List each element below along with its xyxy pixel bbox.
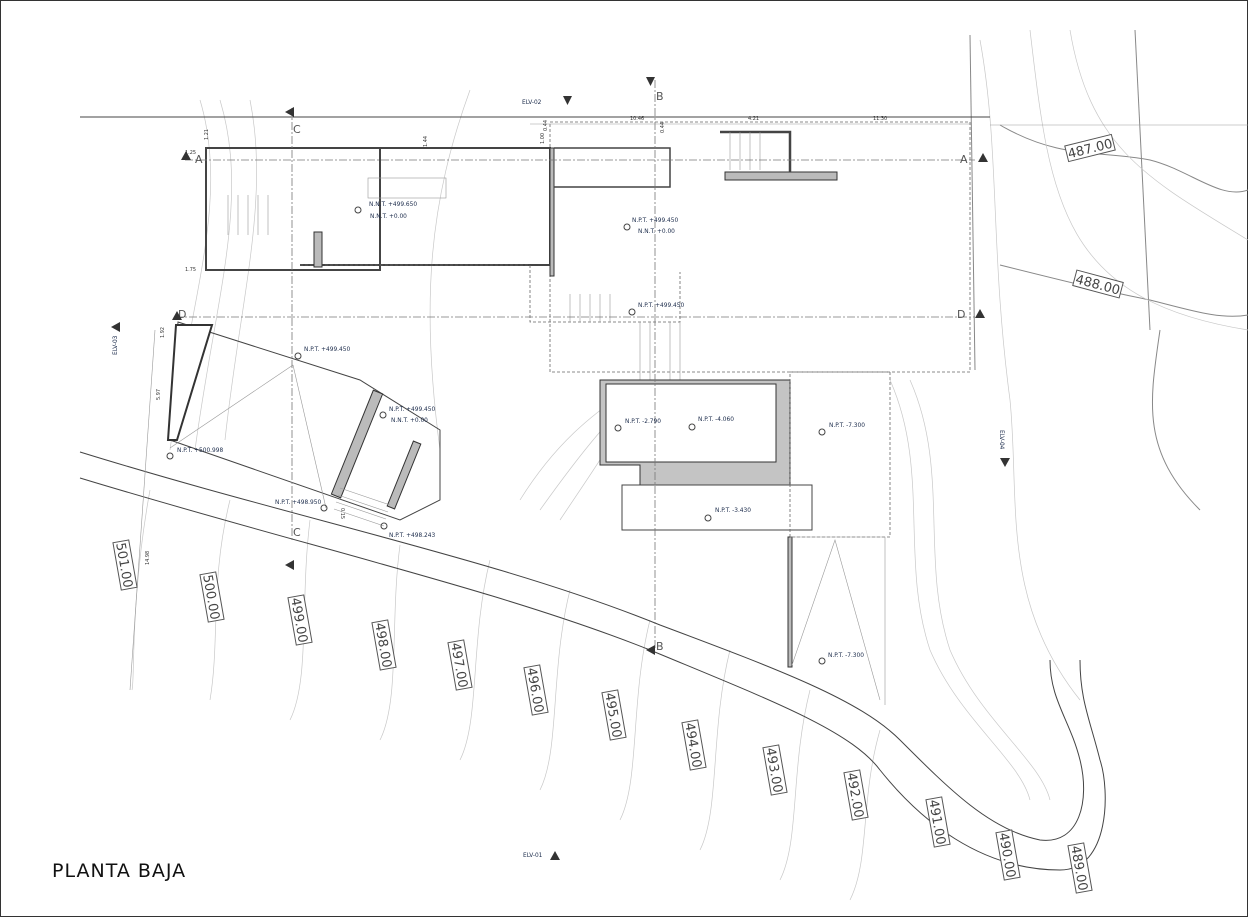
contour-label: 491.00 [925, 796, 951, 848]
level-marker: N.P.T. +498.950 [275, 498, 328, 512]
terrain-contours [131, 29, 1248, 901]
contour-labels: 501.00 500.00 499.00 498.00 497.00 496.0… [112, 133, 1124, 894]
contour-label-text: 498.00 [371, 622, 394, 669]
building-annex [166, 321, 441, 527]
dimension-label: 11.30 [873, 116, 887, 122]
axis-b-top: B [656, 90, 664, 103]
grid-lines [175, 80, 975, 650]
contour-label: 493.00 [762, 744, 788, 796]
contour-label-text: 490.00 [995, 832, 1018, 879]
level-label: N.P.T. +498.243 [389, 531, 435, 539]
contour-label-text: 496.00 [523, 667, 546, 714]
contour-label: 494.00 [681, 719, 707, 771]
contour-label: 490.00 [995, 829, 1021, 881]
level-marker: N.P.T. -2.790 [614, 417, 661, 432]
contour-label: 498.00 [371, 619, 397, 671]
dimension-label: 0.44 [543, 120, 549, 131]
axis-c-top: C [293, 123, 301, 136]
contour-label-text: 497.00 [447, 642, 470, 689]
section-arrow-icons [111, 77, 1010, 860]
contour-label-text: 493.00 [762, 747, 785, 794]
dimension-label: 14.98 [145, 551, 151, 565]
level-marker: N.P.T. +499.450 [628, 301, 684, 316]
level-marker: N.N.T. +499.650 N.N.T. +0.00 [354, 200, 417, 220]
level-label: N.P.T. +499.450 [304, 345, 350, 353]
contour-label-text: 495.00 [601, 692, 624, 739]
dimension-label: 1.00 [540, 133, 546, 144]
level-label: N.P.T. -4.060 [698, 415, 734, 423]
dimension-label: 4.21 [748, 116, 759, 122]
contour-label: 492.00 [843, 769, 869, 821]
level-marker: N.P.T. +500.998 [166, 446, 223, 460]
level-label: N.P.T. -3.430 [715, 506, 751, 514]
dimension-label: 10.46 [630, 116, 644, 122]
level-marker: N.P.T. +499.450 N.N.T. +0.00 [623, 216, 678, 235]
contour-label: 495.00 [601, 689, 627, 741]
axis-d-left: D [178, 308, 186, 321]
contour-label: 487.00 [1064, 133, 1116, 162]
contour-label: 489.00 [1067, 842, 1093, 894]
level-label: N.P.T. +499.450 [632, 216, 678, 224]
contour-label: 500.00 [199, 571, 225, 623]
level-marker: N.P.T. -3.430 [704, 506, 751, 522]
level-label: N.P.T. -2.790 [625, 417, 661, 425]
dimension-label: 0.44 [660, 122, 666, 133]
level-label: N.P.T. +499.450 [389, 405, 435, 413]
level-marker: N.P.T. +498.243 [380, 522, 435, 539]
level-marker: N.P.T. -4.060 [688, 415, 734, 431]
contour-label-text: 492.00 [843, 772, 866, 819]
building-main [205, 121, 971, 380]
contour-label: 501.00 [112, 539, 138, 591]
axis-a-left: A [195, 153, 203, 166]
contour-label-text: 500.00 [199, 574, 222, 621]
road [79, 116, 1248, 871]
level-label: N.N.T. +0.00 [391, 416, 428, 424]
level-label: N.P.T. +499.450 [638, 301, 684, 309]
elevation-marker-04: ELV-04 [998, 430, 1006, 450]
drawing-title: PLANTA BAJA [52, 860, 187, 882]
elevation-marker-03: ELV-03 [111, 335, 119, 355]
level-label: N.N.T. +0.00 [370, 212, 407, 220]
axis-d-right: D [957, 308, 965, 321]
contour-label: 499.00 [287, 594, 313, 646]
level-label: N.P.T. +500.998 [177, 446, 223, 454]
axis-a-right: A [960, 153, 968, 166]
dimensions: 10.46 4.21 11.30 1.44 1.00 0.44 0.44 1.2… [129, 116, 972, 691]
dimension-label: 1.92 [160, 327, 166, 338]
axis-c-bottom: C [293, 526, 301, 539]
level-marker: N.P.T. -7.300 [818, 651, 864, 665]
elevation-marker-02: ELV-02 [522, 98, 542, 106]
dimension-label: 0.15 [339, 508, 345, 519]
dimension-label: 1.75 [185, 267, 196, 273]
grid-markers: A A B B C C D D ELV-02 ELV-01 ELV-03 ELV… [111, 77, 1010, 860]
axis-b-bottom: B [656, 640, 664, 653]
contour-label-text: 494.00 [681, 722, 704, 769]
pool [599, 371, 891, 705]
contour-label: 497.00 [447, 639, 473, 691]
dimension-label: 5.97 [156, 389, 162, 400]
level-label: N.P.T. +498.950 [275, 498, 321, 506]
level-markers: N.N.T. +499.650 N.N.T. +0.00 N.P.T. +499… [166, 200, 865, 665]
contour-label: 496.00 [523, 664, 549, 716]
contour-label-text: 491.00 [925, 799, 948, 846]
level-label: N.P.T. -7.300 [829, 421, 865, 429]
dimension-label: 1.21 [204, 129, 210, 140]
dimension-label: 1.25 [185, 150, 196, 156]
level-label: N.N.T. +499.650 [369, 200, 417, 208]
elevation-marker-01: ELV-01 [523, 851, 543, 859]
level-marker: N.P.T. -7.300 [818, 421, 865, 436]
level-marker: N.P.T. +499.450 N.N.T. +0.00 [379, 405, 435, 424]
dimension-label: 1.44 [423, 136, 429, 147]
level-label: N.P.T. -7.300 [828, 651, 864, 659]
level-label: N.N.T. +0.00 [638, 227, 675, 235]
contour-label-text: 499.00 [287, 597, 310, 644]
contour-label-text: 501.00 [112, 542, 135, 589]
contour-label: 488.00 [1072, 269, 1124, 299]
level-marker: N.P.T. +499.450 [294, 345, 350, 360]
